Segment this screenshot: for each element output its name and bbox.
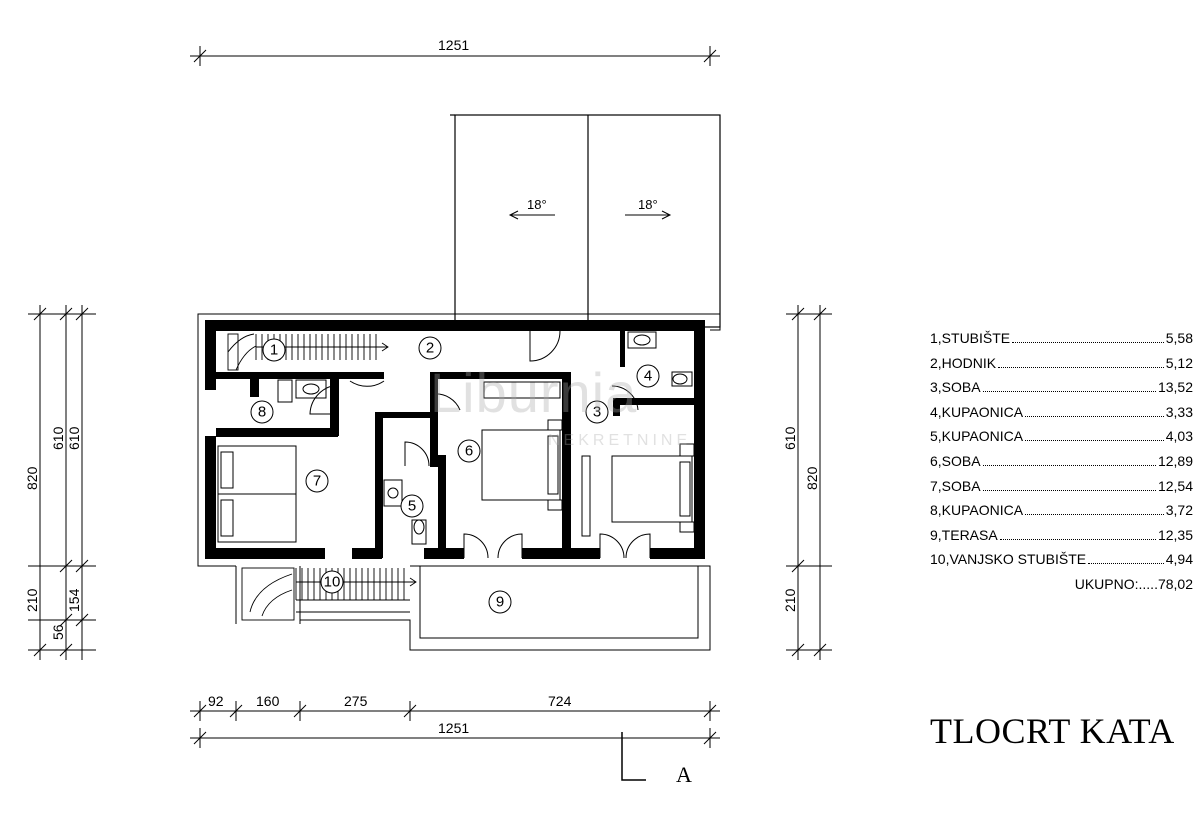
legend-value: 12,54 (1157, 477, 1193, 494)
bed-room-6 (481, 381, 563, 511)
interior-stairs (227, 333, 389, 371)
terrace-outline (296, 566, 699, 639)
legend-label: 7,SOBA (930, 477, 981, 494)
right-dim-610: 610 (782, 426, 798, 450)
legend-row: 10,VANJSKO STUBIŠTE 4,94 (930, 551, 1200, 576)
slope-arrow-right (625, 210, 672, 220)
room-marker-8: 8 (258, 404, 266, 421)
legend-value: 12,89 (1157, 452, 1193, 469)
external-stairs (241, 567, 417, 621)
legend-leader (998, 366, 1164, 368)
legend-row: 7,SOBA 12,54 (930, 478, 1200, 503)
legend-row: 9,TERASA 12,35 (930, 527, 1200, 552)
legend-row: 8,KUPAONICA 3,72 (930, 502, 1200, 527)
outer-outline (197, 313, 721, 651)
room-marker-1: 1 (270, 342, 278, 359)
room-marker-5: 5 (408, 498, 416, 515)
legend-label: 6,SOBA (930, 452, 981, 469)
legend-label: 3,SOBA (930, 379, 981, 396)
room-marker-6: 6 (465, 443, 473, 460)
doors (309, 330, 651, 559)
legend-leader (1088, 563, 1164, 565)
bed-room-3 (581, 443, 695, 537)
bottom-dimensions (190, 701, 720, 748)
room-marker-2: 2 (426, 340, 434, 357)
legend-leader (982, 391, 1156, 393)
room-marker-4: 4 (644, 368, 652, 385)
room-marker-9: 9 (496, 594, 504, 611)
section-label: A (676, 762, 692, 787)
watermark-logo: Liburnia (430, 361, 638, 424)
slope-label-right: 18° (638, 197, 658, 212)
bottom-dim-160: 160 (256, 693, 280, 709)
legend-value: 12,35 (1157, 526, 1193, 543)
room-marker-10: 10 (324, 574, 341, 591)
legend-row: 5,KUPAONICA 4,03 (930, 428, 1200, 453)
legend-row: 6,SOBA 12,89 (930, 453, 1200, 478)
legend-leader (1025, 440, 1164, 442)
room-marker-7: 7 (313, 473, 321, 490)
legend-row: 1,STUBIŠTE 5,58 (930, 330, 1200, 355)
bottom-dim-724: 724 (548, 693, 572, 709)
legend-leader (1025, 415, 1164, 417)
room-markers (250, 336, 660, 614)
legend-row: 4,KUPAONICA 3,33 (930, 404, 1200, 429)
left-dim-610-b: 610 (66, 426, 82, 450)
legend-label: 10,VANJSKO STUBIŠTE (930, 551, 1087, 568)
slope-arrow-left (508, 210, 555, 220)
top-dimension (190, 46, 720, 66)
interior-walls (216, 331, 694, 558)
legend-label: 9,TERASA (930, 526, 998, 543)
legend-label: 4,KUPAONICA (930, 403, 1024, 420)
bottom-dim-total: 1251 (438, 720, 469, 736)
right-dimensions (786, 305, 832, 660)
legend-value: 5,12 (1165, 354, 1193, 371)
bed-room-7 (217, 445, 297, 543)
bathroom-fixtures (277, 331, 693, 545)
legend-value: 4,03 (1165, 428, 1193, 445)
legend-label: 5,KUPAONICA (930, 428, 1024, 445)
legend-leader (1025, 514, 1164, 516)
left-dim-56: 56 (50, 624, 66, 640)
bottom-dim-275: 275 (344, 693, 368, 709)
watermark-subtitle: NEKRETNINE (548, 432, 692, 449)
legend-row: 3,SOBA 13,52 (930, 379, 1200, 404)
legend-leader (1012, 342, 1164, 343)
left-dim-210: 210 (24, 588, 40, 612)
legend-leader (982, 489, 1156, 491)
legend-label: 8,KUPAONICA (930, 502, 1024, 519)
left-dimensions (28, 305, 96, 660)
drawing-title: TLOCRT KATA (930, 711, 1175, 751)
right-dim-210: 210 (782, 588, 798, 612)
section-cut-marker (621, 732, 646, 781)
roof-block (450, 114, 721, 328)
legend-total: UKUPNO:.....78,02 (1074, 575, 1193, 592)
legend-leader (999, 538, 1156, 540)
legend-value: 3,33 (1165, 403, 1193, 420)
legend-value: 4,94 (1165, 551, 1193, 568)
legend-label: 1,STUBIŠTE (930, 330, 1011, 346)
legend-row: 2,HODNIK 5,12 (930, 355, 1200, 380)
bottom-dim-92: 92 (208, 693, 224, 709)
slope-label-left: 18° (527, 197, 547, 212)
left-dim-820: 820 (24, 466, 40, 490)
legend-label: 2,HODNIK (930, 354, 997, 371)
legend-leader (982, 464, 1156, 466)
room-marker-3: 3 (593, 404, 601, 421)
legend-value: 3,72 (1165, 502, 1193, 519)
left-dim-154: 154 (66, 588, 82, 612)
right-dim-820: 820 (804, 466, 820, 490)
legend-value: 13,52 (1157, 379, 1193, 396)
left-dim-610-a: 610 (50, 426, 66, 450)
top-dimension-label: 1251 (438, 37, 469, 53)
legend-value: 5,58 (1165, 330, 1193, 346)
